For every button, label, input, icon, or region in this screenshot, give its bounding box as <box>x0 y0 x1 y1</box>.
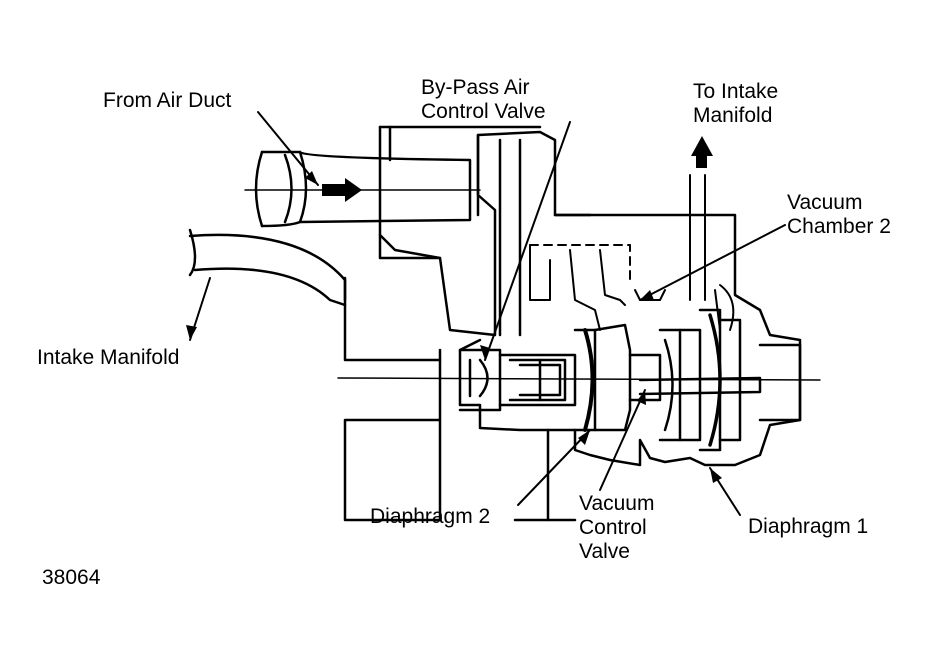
label-line: Vacuum <box>579 492 655 515</box>
intake-manifold-pipe <box>188 228 347 307</box>
label-from-air-duct: From Air Duct <box>103 89 232 112</box>
label-line: By-Pass Air <box>421 76 530 99</box>
label-diaphragm-2: Diaphragm 2 <box>370 505 491 528</box>
leader-vacuum-chamber-2 <box>639 224 786 301</box>
label-bypass-air-control-valve: By-Pass Air Control Valve <box>421 76 546 124</box>
label-vacuum-control-valve: Vacuum Control Valve <box>579 492 654 564</box>
label-line: Chamber 2 <box>787 215 891 238</box>
figure-number: 38064 <box>42 566 101 589</box>
vacuum-chamber <box>529 174 735 331</box>
leader-vacuum-control-valve <box>599 389 646 491</box>
air-duct-tube <box>244 125 542 260</box>
leader-diaphragm-2 <box>517 429 591 506</box>
label-vacuum-chamber-2: Vacuum Chamber 2 <box>787 191 891 239</box>
label-line: Manifold <box>693 104 773 127</box>
label-line: Control <box>579 516 647 539</box>
label-line: Control Valve <box>421 100 546 123</box>
leader-bypass-valve <box>484 121 571 361</box>
leader-from-air-duct <box>257 111 319 186</box>
label-intake-manifold: Intake Manifold <box>37 346 180 369</box>
label-line: Valve <box>579 540 630 563</box>
outlet-arrow <box>691 136 713 168</box>
leader-arrowheads <box>186 171 722 483</box>
inlet-flow-arrow <box>322 178 362 202</box>
bypass-valve-assembly <box>337 308 821 452</box>
label-line: To Intake <box>693 80 779 103</box>
label-line: Vacuum <box>787 191 863 214</box>
label-diaphragm-1: Diaphragm 1 <box>748 515 869 538</box>
leader-lines <box>189 111 786 516</box>
label-to-intake-manifold: To Intake Manifold <box>693 80 778 128</box>
